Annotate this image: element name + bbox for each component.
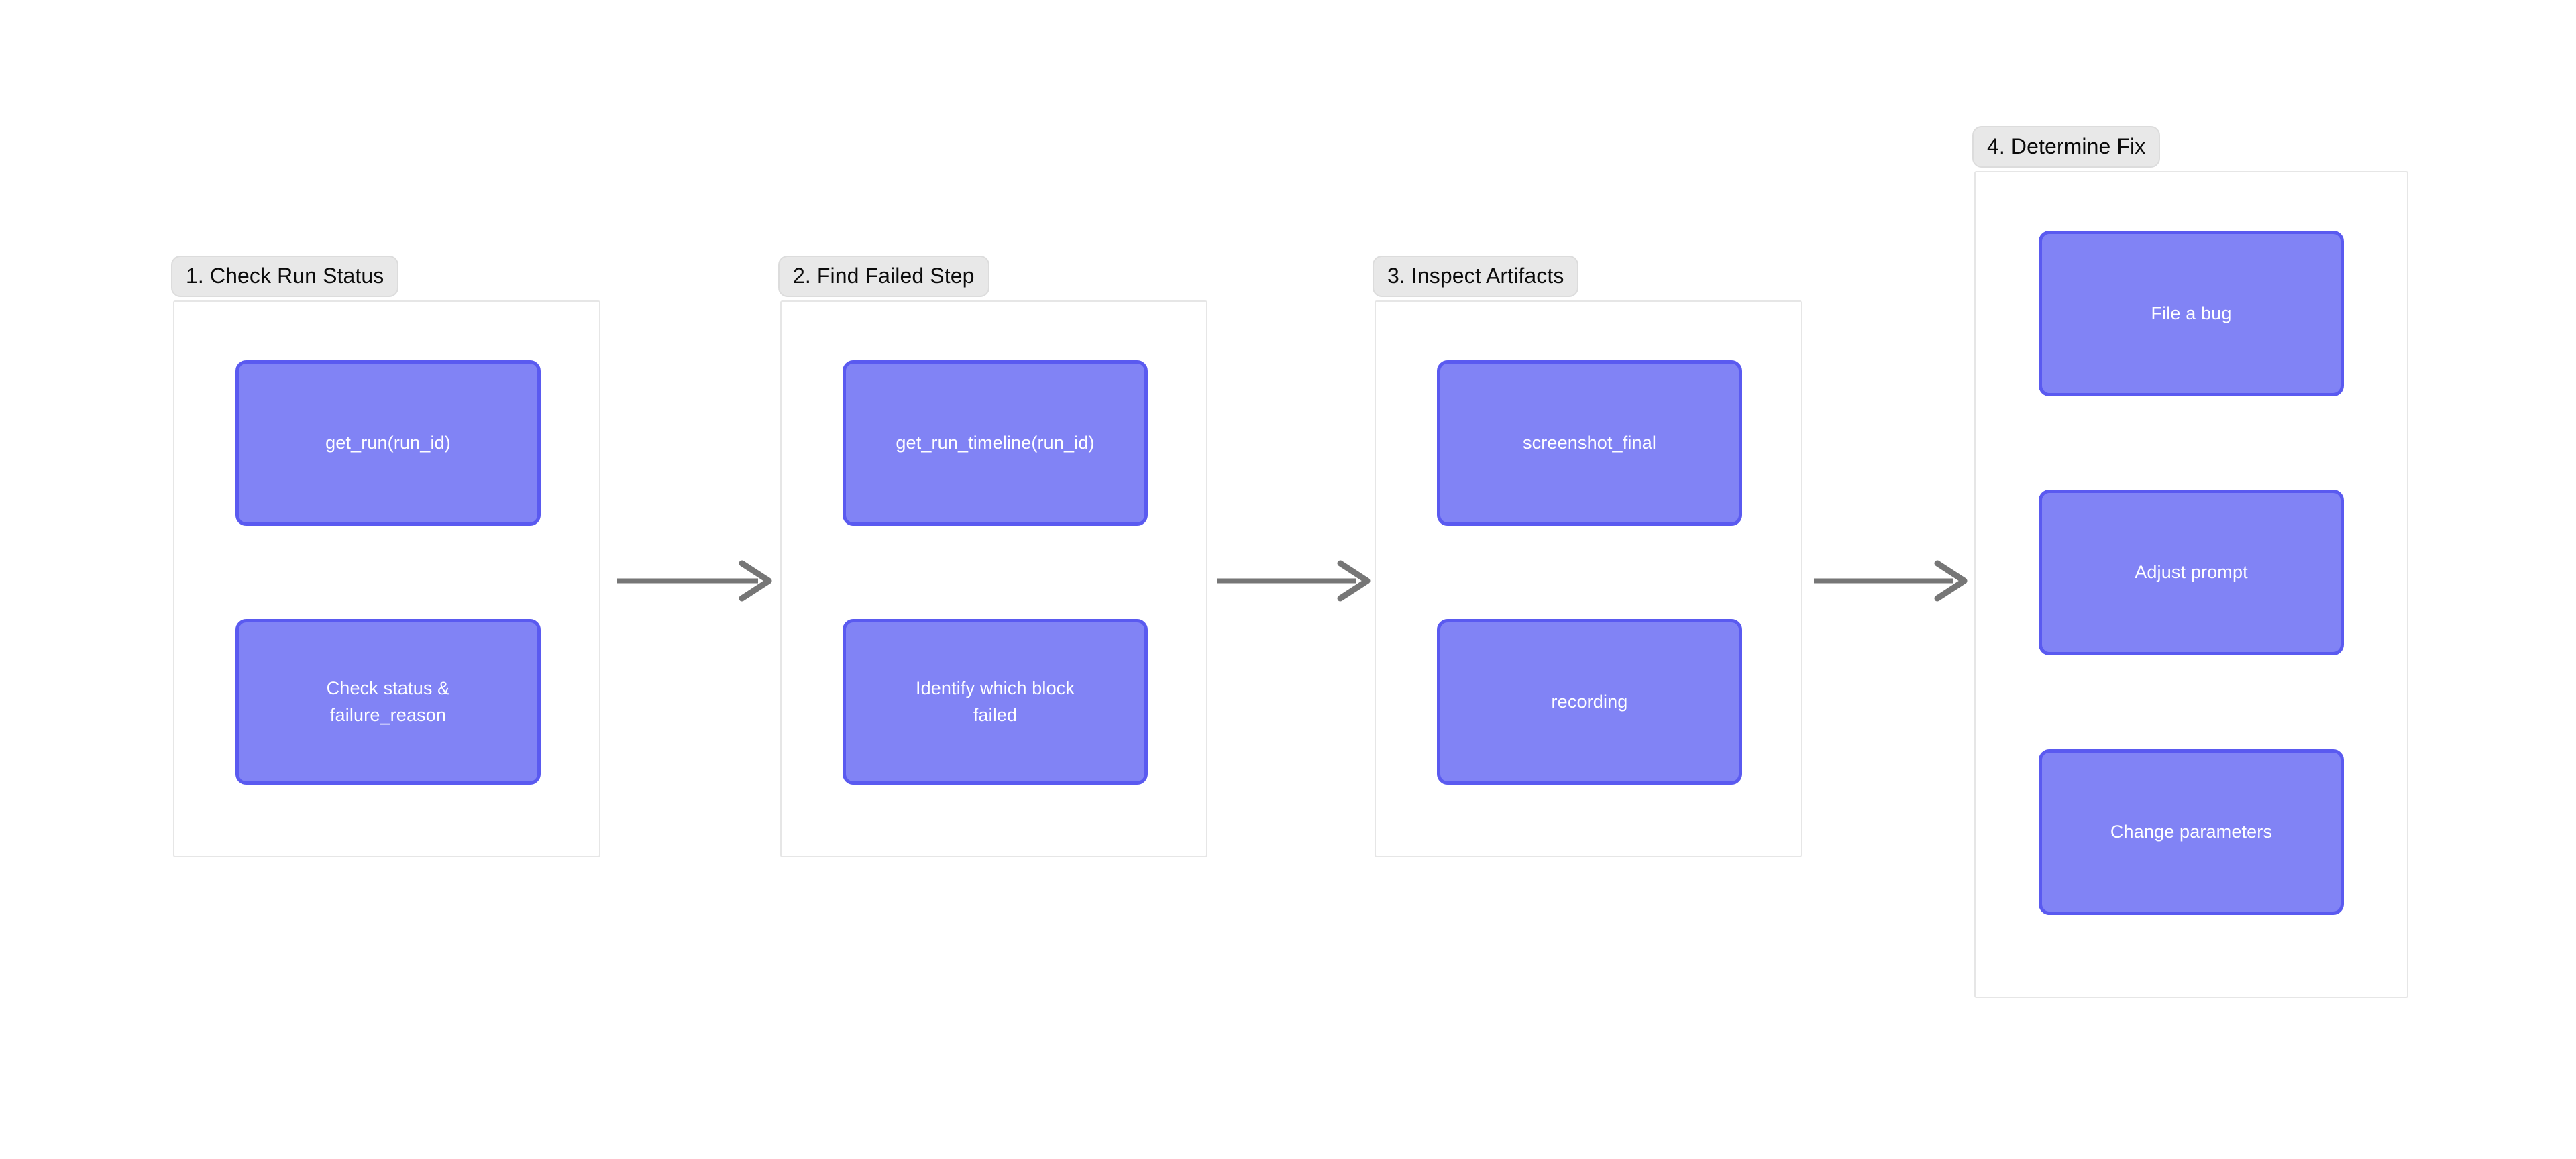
node-label: screenshot_final [1522,432,1657,453]
group-label-g3: 3. Inspect Artifacts [1373,256,1579,297]
node-label: Change parameters [2110,821,2273,842]
node-label: Identify which block failed [915,678,1075,725]
node-n2[interactable]: Check status & failure_reason [235,619,541,785]
node-n1[interactable]: get_run(run_id) [235,360,541,526]
node-label: recording [1551,691,1628,712]
node-n9[interactable]: Change parameters [2039,749,2344,915]
node-n8[interactable]: Adjust prompt [2039,490,2344,655]
node-label: get_run(run_id) [325,432,451,453]
node-n4[interactable]: Identify which block failed [843,619,1148,785]
arrow-e2 [1217,560,1371,602]
group-label-g2: 2. Find Failed Step [778,256,989,297]
group-label-g1: 1. Check Run Status [171,256,399,297]
node-n7[interactable]: File a bug [2039,231,2344,396]
node-label: Adjust prompt [2135,561,2248,582]
node-label: File a bug [2151,302,2232,323]
node-n5[interactable]: screenshot_final [1437,360,1742,526]
arrow-e1 [617,560,772,602]
node-label: Check status & failure_reason [326,678,450,725]
arrow-e3 [1814,560,1968,602]
node-label: get_run_timeline(run_id) [896,432,1095,453]
node-n3[interactable]: get_run_timeline(run_id) [843,360,1148,526]
node-n6[interactable]: recording [1437,619,1742,785]
group-label-g4: 4. Determine Fix [1972,126,2161,168]
